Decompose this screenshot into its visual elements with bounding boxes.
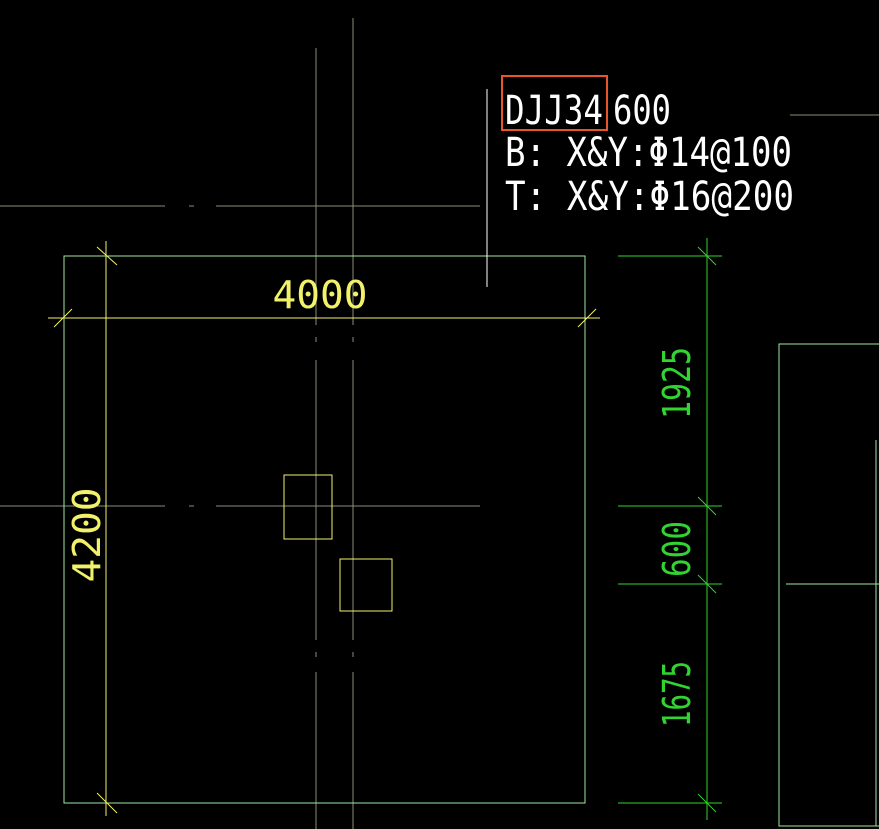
footing-code-highlight-box (501, 75, 608, 131)
footing-height: 600 (613, 88, 671, 134)
dimension-width (48, 308, 600, 328)
axis-dashes (189, 205, 354, 657)
tick-mark (697, 246, 717, 266)
top-rebar-spec: T: X&Y:Φ16@200 (505, 174, 794, 220)
tick-mark (697, 496, 717, 516)
bottom-rebar-spec: B: X&Y:Φ14@100 (505, 130, 792, 176)
tick-mark (577, 308, 597, 328)
tick-mark (697, 574, 717, 594)
adjacent-footing (778, 343, 879, 827)
footing-code[interactable]: DJJ34 (505, 88, 603, 134)
dimension-height (96, 241, 118, 816)
column-left[interactable] (283, 474, 333, 540)
segment-bottom-label: 1675 (655, 661, 699, 727)
segment-mid-label: 600 (655, 521, 699, 577)
footing-outline[interactable] (63, 255, 586, 804)
tick-mark (697, 793, 717, 813)
tick-mark (96, 246, 118, 266)
axis-lines (0, 18, 879, 829)
tick-mark (53, 308, 73, 328)
dimension-height-label: 4200 (65, 488, 109, 583)
tick-mark (96, 792, 118, 814)
segment-top-label: 1925 (655, 347, 699, 419)
dimension-width-label: 4000 (273, 273, 368, 317)
column-right[interactable] (339, 558, 393, 612)
dimension-segments (618, 238, 722, 820)
